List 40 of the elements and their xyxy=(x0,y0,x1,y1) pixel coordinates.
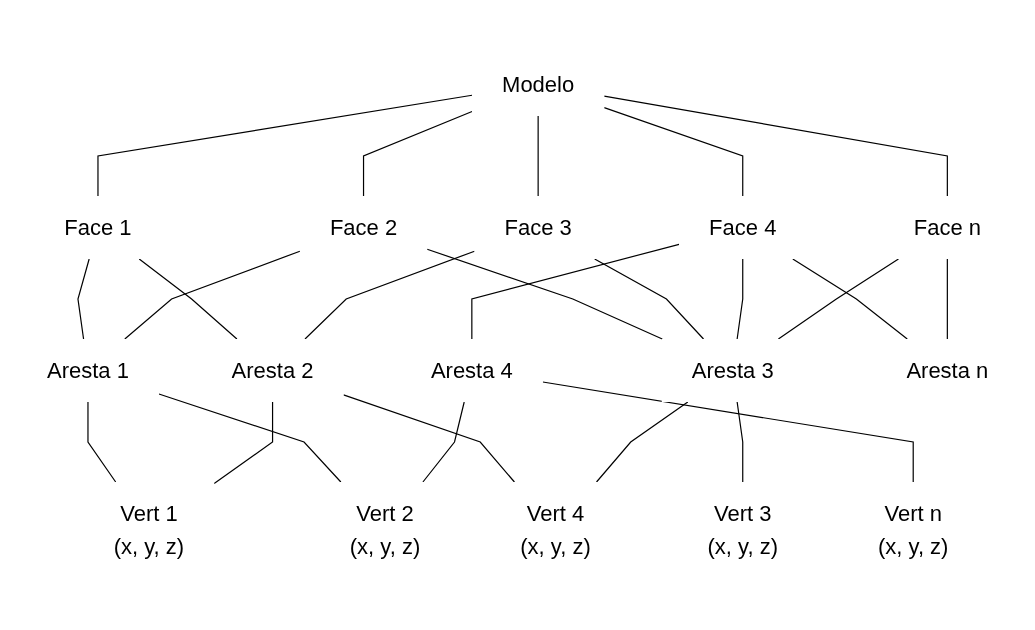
connector xyxy=(87,400,117,483)
node-text: Vert 4 (x, y, z) xyxy=(520,500,591,559)
connector xyxy=(304,250,475,340)
node-text: Face 2 xyxy=(329,214,398,240)
connector xyxy=(97,94,473,197)
connector xyxy=(537,114,539,197)
connector xyxy=(124,250,301,340)
connector xyxy=(213,400,273,484)
node-text: Face n xyxy=(913,214,981,240)
node-text: Face 1 xyxy=(64,214,132,240)
connector xyxy=(946,257,948,340)
connector xyxy=(342,393,515,483)
connector xyxy=(362,110,473,197)
node-text: Aresta 3 xyxy=(691,357,774,383)
connector xyxy=(736,257,744,340)
connector xyxy=(77,257,90,340)
node-text: Modelo xyxy=(501,71,575,97)
node-text: Vert n (x, y, z) xyxy=(877,500,949,559)
connector xyxy=(603,106,744,197)
connector xyxy=(422,400,465,483)
connector xyxy=(426,248,663,340)
node-text: Vert 1 (x, y, z) xyxy=(113,500,185,559)
node-text: Face 3 xyxy=(504,214,572,240)
connector xyxy=(138,257,238,340)
node-text: Vert 2 (x, y, z) xyxy=(349,500,421,559)
node-text: Vert 3 (x, y, z) xyxy=(707,500,778,559)
connector xyxy=(158,392,342,483)
connector xyxy=(603,94,948,197)
connector xyxy=(792,257,908,340)
connector xyxy=(471,243,680,340)
node-text: Aresta 4 xyxy=(430,357,513,383)
node-text: Aresta 2 xyxy=(231,357,314,383)
connector xyxy=(593,257,704,340)
connector xyxy=(542,380,914,483)
connector xyxy=(595,400,689,483)
node-text: Face 4 xyxy=(708,214,777,240)
connector xyxy=(736,400,744,483)
node-text: Aresta n xyxy=(906,357,989,383)
node-text: Aresta 1 xyxy=(46,357,129,383)
connector xyxy=(777,257,899,340)
